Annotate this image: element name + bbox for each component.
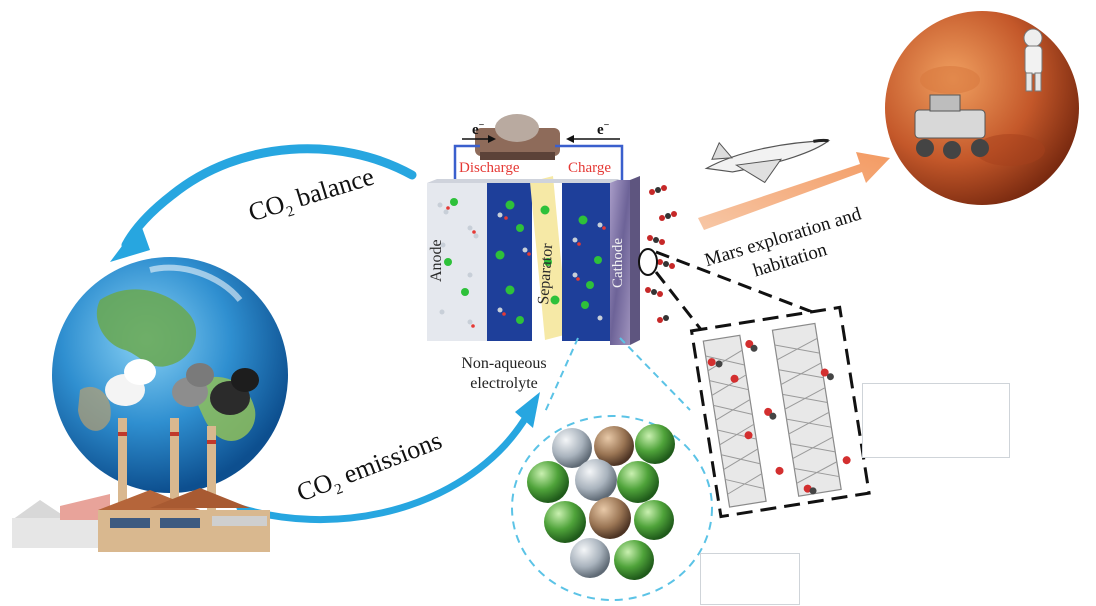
charge-label: Charge	[568, 160, 612, 176]
particle-zoom-line-right	[619, 337, 691, 411]
cathode-label: Cathode	[610, 238, 626, 288]
discharge-label: Discharge	[459, 160, 520, 176]
electrolyte-molecules	[437, 202, 603, 325]
lithium-ions	[444, 198, 602, 324]
zoom-line-top	[655, 250, 829, 320]
earth-globe-icon	[52, 257, 288, 493]
mars-planet-icon	[885, 11, 1079, 205]
mars-rover-icon	[914, 94, 989, 159]
electron-label-right: e−	[597, 120, 610, 138]
battery-cell	[427, 176, 640, 345]
nanotube-structure	[689, 305, 871, 519]
blank-placeholder-box-upper	[862, 383, 1010, 458]
motor-load-icon	[475, 114, 560, 160]
co2-emissions-arrowhead	[515, 392, 540, 428]
mars-arrow	[698, 152, 890, 230]
oxygen-atoms	[446, 206, 606, 328]
circuit-wire-left	[453, 144, 480, 182]
astronaut-icon	[1023, 28, 1043, 92]
co2-molecules	[645, 185, 677, 323]
co2-balance-arrow	[121, 144, 417, 250]
electrolyte-label-line2: electrolyte	[470, 375, 538, 392]
zoom-circle	[638, 248, 658, 276]
space-shuttle-icon	[704, 138, 831, 184]
circuit-wire-right	[555, 144, 624, 182]
electron-label-left: e−	[472, 120, 485, 138]
electrolyte-label-line1: Non-aqueous	[461, 355, 547, 372]
zoom-line-bottom	[654, 271, 708, 337]
co2-emissions-arrow	[236, 410, 532, 524]
co2-balance-arrowhead	[110, 222, 150, 262]
catalyst-particles	[511, 415, 713, 601]
electrolyte-right	[562, 183, 610, 341]
blank-placeholder-box-lower	[700, 553, 800, 605]
particle-zoom-line-left	[544, 337, 579, 413]
cathode-panel	[610, 180, 630, 345]
electrolyte-label: Non-aqueous electrolyte	[454, 354, 554, 394]
anode-label: Anode	[428, 239, 445, 282]
factory-icon	[12, 359, 270, 552]
anode-panel	[427, 183, 487, 341]
